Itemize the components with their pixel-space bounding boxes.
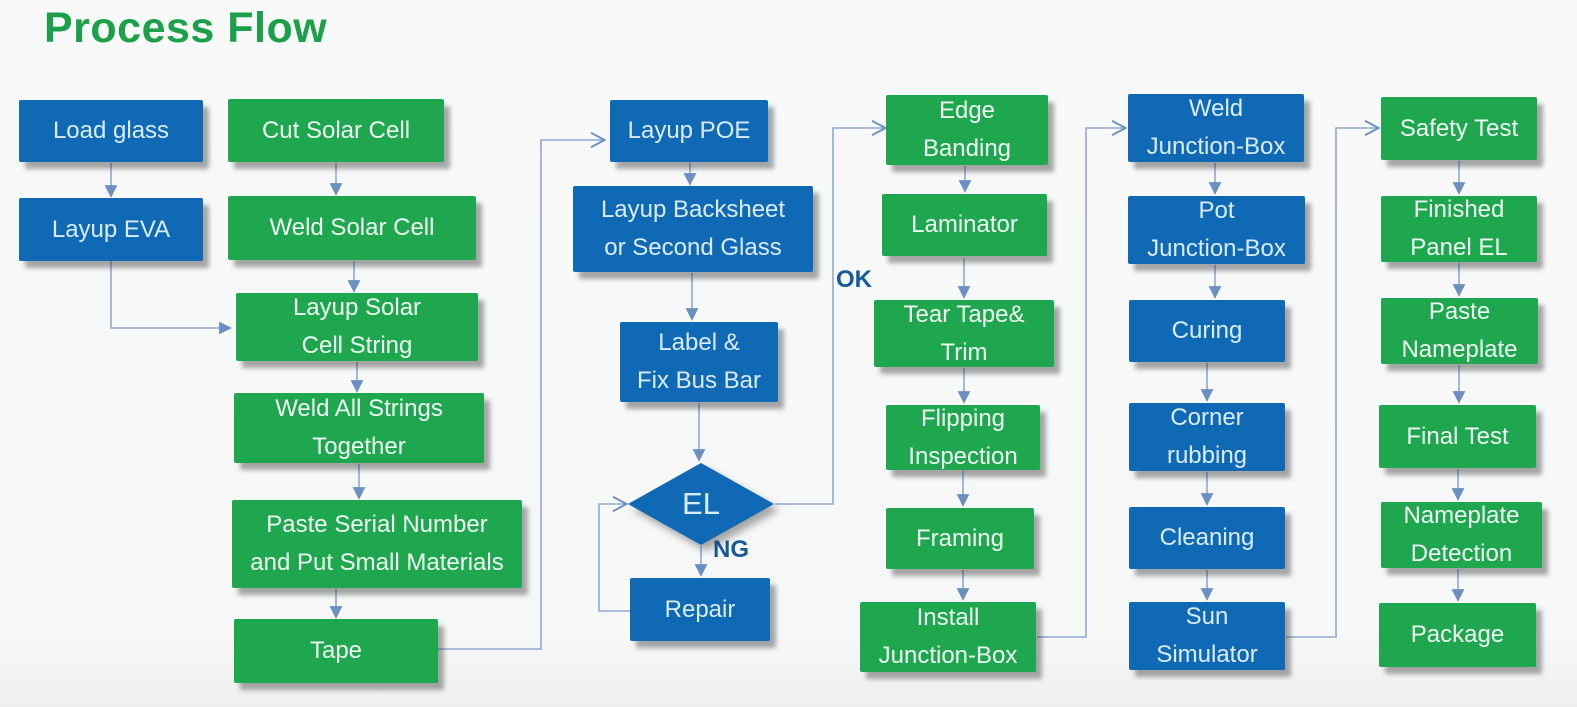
flow-node-label: Junction-Box [878, 642, 1018, 669]
flow-node-label-fix-bus-bar: Label & Fix Bus Bar [620, 322, 778, 402]
connector-sun-simulator-to-safety-test [1286, 128, 1377, 638]
flow-node-label: Nameplate [1403, 502, 1520, 529]
ok-label: OK [836, 266, 872, 293]
flow-node-label: Framing [915, 524, 1005, 552]
flow-node-label: Inspection [908, 442, 1018, 470]
flow-node-label: Flipping [920, 404, 1006, 432]
flow-node-label: Trim [940, 338, 988, 366]
flow-node-label: Weld Solar Cell [269, 214, 435, 241]
flow-node-label: Finished [1413, 196, 1505, 223]
flow-node-label: Curing [1171, 317, 1243, 344]
flow-node-label: Junction-Box [1147, 235, 1286, 262]
flow-node-label: Paste Serial Number [266, 511, 488, 538]
flow-node-load-glass: Load glass [19, 100, 203, 162]
flow-node-label: and Put Small Materials [250, 549, 504, 576]
flow-node-label: Panel EL [1410, 234, 1508, 261]
flow-node-label: Load glass [52, 117, 170, 144]
flow-node-cleaning: Cleaning [1129, 507, 1285, 569]
connector-install-junction-box-to-weld-junction-box [1037, 128, 1124, 638]
ng-label: NG [713, 536, 749, 563]
flow-node-final-test: Final Test [1379, 405, 1536, 468]
flow-node-paste-serial-number: Paste Serial Number and Put Small Materia… [232, 500, 522, 588]
flow-node-label: Layup POE [627, 117, 751, 144]
flow-node-label: Install [916, 604, 980, 631]
flow-node-label: Cell String [301, 332, 413, 359]
flow-node-label: Tape [309, 637, 363, 664]
flow-node-safety-test: Safety Test [1381, 97, 1537, 160]
flow-node-label: Weld All Strings [275, 395, 443, 422]
flow-node-label: Together [312, 433, 406, 460]
page-title: Process Flow [44, 4, 328, 52]
flow-node-label: Corner [1170, 404, 1244, 431]
flow-node-el-check: EL [628, 463, 774, 545]
flow-node-cut-solar-cell: Cut Solar Cell [228, 99, 444, 162]
flow-node-layup-eva: Layup EVA [19, 198, 203, 261]
flow-node-package: Package [1379, 603, 1536, 667]
flow-node-laminator: Laminator [882, 194, 1047, 256]
flow-node-tear-tape-trim: Tear Tape&Trim [874, 300, 1054, 367]
flow-node-label: Nameplate [1401, 336, 1518, 363]
connector-tape-to-layup-poe [438, 140, 603, 650]
flow-node-label: Layup EVA [51, 215, 171, 243]
flow-node-label: Weld [1188, 95, 1244, 122]
flow-node-weld-solar-cell: Weld Solar Cell [228, 196, 476, 260]
flow-node-label: Layup Backsheet [600, 196, 786, 223]
flow-node-layup-backsheet: Layup Backsheet or Second Glass [573, 186, 813, 272]
flow-node-label: Pot [1198, 197, 1235, 224]
flow-node-label: Safety Test [1399, 114, 1519, 142]
connector-layup-eva-to-layup-solar-cell-string [110, 261, 232, 335]
flow-node-repair: Repair [630, 578, 770, 641]
flow-node-label: Detection [1410, 540, 1513, 567]
flow-node-label: Simulator [1156, 641, 1258, 668]
flow-node-label: Edge [938, 97, 996, 124]
flow-node-label: Fix Bus Bar [636, 367, 762, 394]
flow-node-label: or Second Glass [604, 234, 782, 261]
flow-node-label: Package [1410, 621, 1505, 648]
flow-node-label: Cleaning [1159, 524, 1255, 551]
flow-node-tape: Tape [234, 619, 438, 683]
flow-node-label: Paste [1428, 298, 1491, 325]
flow-node-curing: Curing [1129, 300, 1285, 362]
connector-el-check-to-edge-banding [775, 128, 884, 505]
flow-node-label: Banding [922, 135, 1012, 162]
flow-node-label: Cut Solar Cell [261, 116, 411, 144]
flow-node-label: Laminator [911, 211, 1018, 238]
flow-node-label: EL [682, 486, 720, 521]
flow-node-label: Label & [658, 329, 740, 356]
flow-node-label: Final Test [1406, 422, 1509, 450]
flow-node-label: rubbing [1166, 442, 1248, 469]
flow-node-layup-poe: Layup POE [610, 100, 768, 162]
flow-node-label: Repair [664, 595, 736, 623]
flow-node-label: Junction-Box [1146, 133, 1286, 160]
connector-repair-to-el-check [598, 504, 630, 612]
flow-node-label: Sun [1185, 603, 1229, 630]
flow-node-label: Layup Solar [292, 294, 422, 321]
flow-node-corner-rubbing: Corner rubbing [1129, 403, 1285, 471]
flow-node-label: Tear Tape& [903, 300, 1025, 328]
flow-node-framing: Framing [886, 508, 1034, 569]
